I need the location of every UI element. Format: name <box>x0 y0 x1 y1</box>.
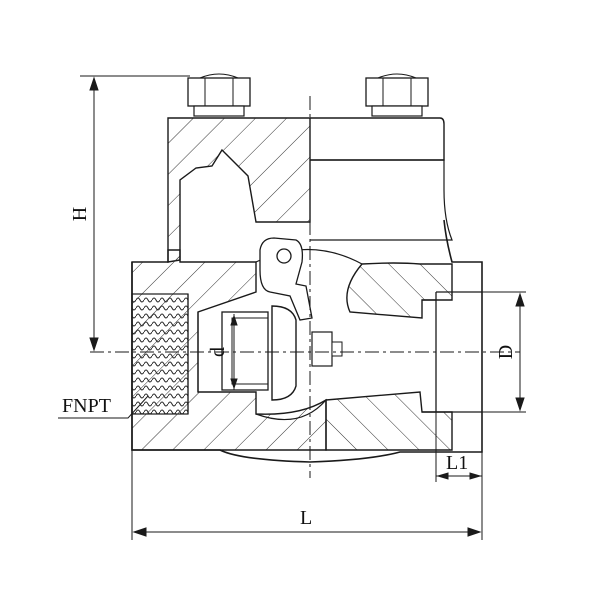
hinge-arm <box>259 237 313 321</box>
bonnet-outline-right <box>310 117 445 161</box>
label-d: d <box>207 347 229 357</box>
hinge-pin <box>276 248 292 264</box>
fnpt-leader <box>58 395 149 419</box>
label-fnpt: FNPT <box>62 395 111 417</box>
dimension-lines <box>58 75 526 540</box>
bolt-right <box>365 73 429 117</box>
center-lines <box>90 96 520 478</box>
seat-insert <box>221 311 269 391</box>
label-l: L <box>300 507 312 529</box>
bonnet-bolts <box>187 73 429 117</box>
body-outline <box>131 219 483 463</box>
swing-disc <box>271 305 297 401</box>
label-D: D <box>495 345 517 359</box>
threaded-inlet <box>131 293 199 415</box>
label-h: H <box>69 207 91 221</box>
bonnet-right-lower <box>310 159 453 241</box>
body-section-right-upper <box>346 262 453 319</box>
disc-nut <box>311 331 333 367</box>
label-l1: L1 <box>446 452 468 474</box>
bolt-left <box>187 73 251 117</box>
body-section-right-lower <box>325 391 453 451</box>
thread-region <box>131 293 189 415</box>
disc-assembly <box>259 237 343 401</box>
